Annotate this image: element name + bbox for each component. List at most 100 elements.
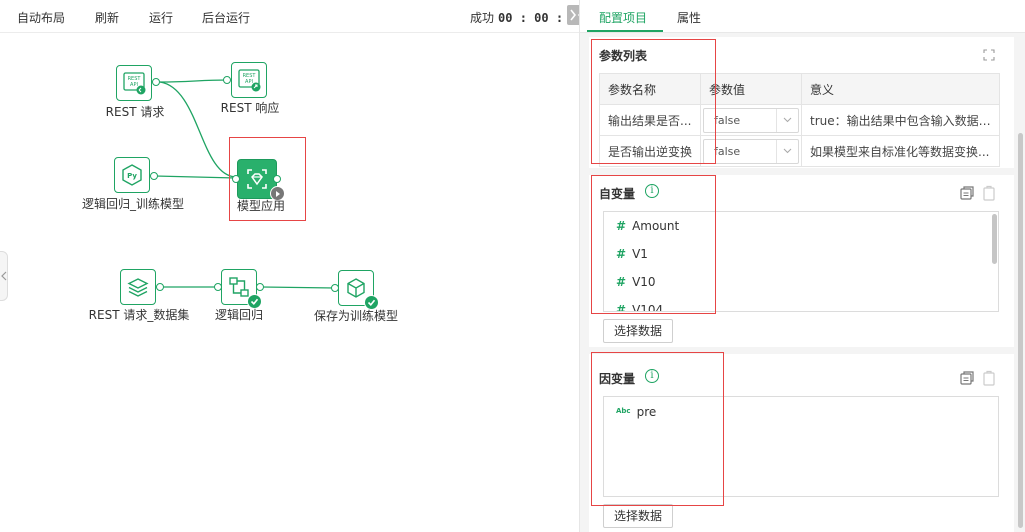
node-label: 保存为训练模型: [313, 309, 399, 323]
svg-text:REST: REST: [128, 76, 142, 82]
param-meaning: true：输出结果中包含输入数据及...: [801, 104, 1000, 136]
trained-model-icon: Py: [122, 164, 142, 186]
input-port[interactable]: [223, 76, 231, 84]
svg-text:REST: REST: [243, 73, 257, 79]
panel-scroll-area[interactable]: 参数列表 参数名称 参数值 意义 输出结果是否: [580, 33, 1025, 532]
params-card: 参数列表 参数名称 参数值 意义 输出结果是否: [589, 37, 1014, 168]
success-check-icon: [364, 295, 379, 310]
chevron-left-icon: [0, 271, 6, 281]
node-logreg-trained-model[interactable]: Py: [114, 157, 150, 193]
numeric-type-icon: #: [616, 219, 627, 233]
params-table: 参数名称 参数值 意义 输出结果是否... false: [599, 73, 1000, 167]
column-header: 意义: [801, 73, 1000, 105]
svg-text:API: API: [245, 79, 253, 85]
output-port[interactable]: [273, 175, 281, 183]
column-header: 参数值: [700, 73, 802, 105]
param-value-select[interactable]: false: [703, 107, 799, 133]
tab-properties[interactable]: 属性: [677, 11, 702, 25]
variable-name: V104: [632, 303, 664, 312]
paste-icon[interactable]: [981, 370, 997, 386]
info-icon[interactable]: i: [645, 184, 659, 198]
numeric-type-icon: #: [616, 247, 627, 261]
list-item[interactable]: #V104: [604, 296, 998, 312]
variable-name: pre: [636, 405, 657, 419]
independent-vars-list[interactable]: #Amount #V1 #V10 #V104: [603, 211, 999, 312]
auto-layout-button[interactable]: 自动布局: [17, 11, 66, 25]
copy-actions: [959, 370, 997, 386]
run-button[interactable]: 运行: [149, 11, 174, 25]
active-tab-indicator: [587, 30, 663, 32]
copy-icon[interactable]: [959, 370, 975, 386]
edge-logreg-to-save-model: [261, 286, 336, 289]
output-port[interactable]: [156, 283, 164, 291]
variable-name: V10: [632, 275, 656, 289]
run-status-time: 00 : 00 : 10: [498, 11, 585, 25]
param-meaning: 如果模型来自标准化等数据变换...: [801, 135, 1000, 167]
background-run-button[interactable]: 后台运行: [202, 11, 251, 25]
workflow-canvas[interactable]: REST API REST 请求 REST API REST 响应 Py: [0, 33, 579, 532]
column-header: 参数名称: [599, 73, 701, 105]
flow-diagram-icon: [229, 277, 249, 297]
node-label: REST 请求: [105, 105, 165, 119]
left-panel-collapse-handle[interactable]: [0, 251, 8, 301]
param-value-select[interactable]: false: [703, 138, 799, 164]
node-rest-response[interactable]: REST API: [231, 62, 267, 98]
pending-status-icon: [270, 186, 285, 201]
select-independent-data-button[interactable]: 选择数据: [603, 319, 674, 343]
list-item[interactable]: # V10: [604, 268, 998, 296]
input-port[interactable]: [232, 175, 240, 183]
refresh-button[interactable]: 刷新: [95, 11, 120, 25]
numeric-type-icon: #: [616, 275, 627, 289]
param-name: 输出结果是否...: [599, 104, 701, 136]
node-label: 逻辑回归: [214, 308, 264, 322]
copy-icon[interactable]: [959, 185, 975, 201]
select-value: false: [714, 144, 741, 158]
node-rest-dataset[interactable]: [120, 269, 156, 305]
output-port[interactable]: [150, 172, 158, 180]
rest-api-icon: REST API: [123, 72, 146, 95]
copy-actions: [959, 185, 997, 201]
select-dependent-data-button[interactable]: 选择数据: [603, 504, 674, 528]
info-icon[interactable]: i: [645, 369, 659, 383]
tab-config[interactable]: 配置项目: [599, 11, 648, 25]
panel-tabs: 配置项目 属性: [580, 0, 1025, 33]
list-item[interactable]: #Amount: [604, 212, 998, 240]
node-rest-request[interactable]: REST API: [116, 65, 152, 101]
input-port[interactable]: [331, 284, 339, 292]
paste-icon[interactable]: [981, 185, 997, 201]
chevron-down-icon: [776, 108, 798, 132]
output-port[interactable]: [256, 283, 264, 291]
param-value-cell: false: [700, 104, 802, 136]
run-status-label: 成功: [470, 11, 495, 25]
list-item[interactable]: #V1: [604, 240, 998, 268]
svg-text:Py: Py: [127, 172, 137, 180]
workflow-edges: [154, 79, 336, 289]
param-value-cell: false: [700, 135, 802, 167]
node-label: REST 响应: [220, 101, 280, 115]
expand-icon[interactable]: [983, 49, 995, 61]
node-label: REST 请求_数据集: [88, 308, 190, 322]
svg-text:API: API: [130, 82, 138, 88]
rest-api-icon: REST API: [238, 69, 261, 92]
panel-scrollbar[interactable]: [1018, 133, 1023, 528]
param-name: 是否输出逆变换: [599, 135, 701, 167]
model-apply-icon: [247, 169, 267, 189]
independent-vars-title: 自变量: [599, 187, 636, 201]
list-scrollbar[interactable]: [992, 214, 997, 264]
select-value: false: [714, 113, 741, 127]
output-port[interactable]: [152, 78, 160, 86]
edge-rest-request-to-model-apply: [159, 81, 237, 178]
table-row: 输出结果是否... false true：输出结果中包含输入数据及...: [599, 104, 1000, 136]
dependent-var-title: 因变量: [599, 372, 636, 386]
params-title: 参数列表: [599, 49, 648, 63]
input-port[interactable]: [214, 283, 222, 291]
dataset-layers-icon: [127, 278, 149, 297]
edge-rest-request-to-rest-response: [159, 79, 229, 83]
success-check-icon: [247, 294, 262, 309]
config-panel: 配置项目 属性 参数列表 参数名称 参数值 意义: [579, 0, 1025, 532]
